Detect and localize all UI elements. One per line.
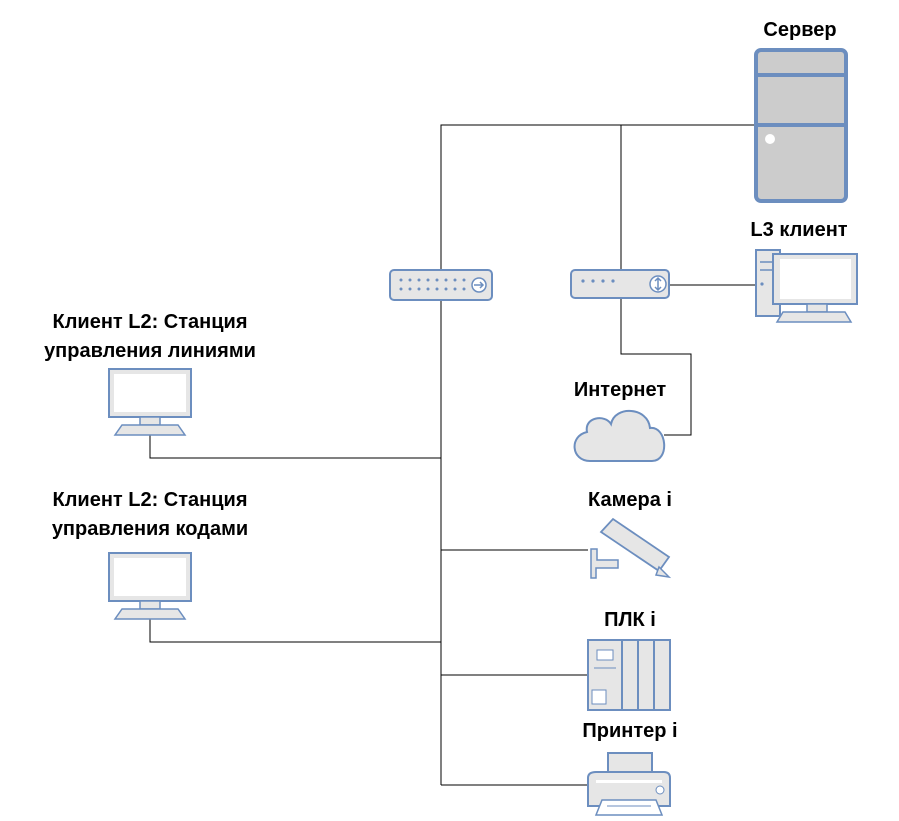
printer-label: Принтер i — [582, 720, 678, 742]
printer-icon — [587, 752, 671, 816]
internet-label: Интернет — [573, 379, 667, 401]
wire-switch-to-server — [440, 124, 756, 296]
l3-client-label: L3 клиент — [750, 219, 848, 241]
wire-router-to-internet — [620, 298, 692, 436]
wire-client-lines — [149, 435, 441, 459]
router-icon — [570, 269, 670, 299]
server-tower-icon — [754, 48, 848, 203]
connection-lines — [149, 124, 756, 786]
desktop-pc-icon — [755, 249, 858, 323]
wire-client-codes — [149, 619, 441, 643]
monitor-keyboard-icon — [108, 552, 192, 620]
client-lines-label: Клиент L2: Станция управления линиями — [44, 311, 256, 362]
network-switch-icon — [389, 269, 493, 301]
plc-label: ПЛК i — [604, 609, 656, 631]
security-camera-icon — [590, 517, 672, 579]
plc-rack-icon — [587, 639, 671, 711]
cloud-icon — [573, 409, 666, 462]
client-codes-label: Клиент L2: Станция управления кодами — [51, 489, 249, 540]
monitor-keyboard-icon — [108, 368, 192, 436]
server-label: Сервер — [763, 19, 837, 41]
camera-label: Камера i — [588, 489, 672, 511]
